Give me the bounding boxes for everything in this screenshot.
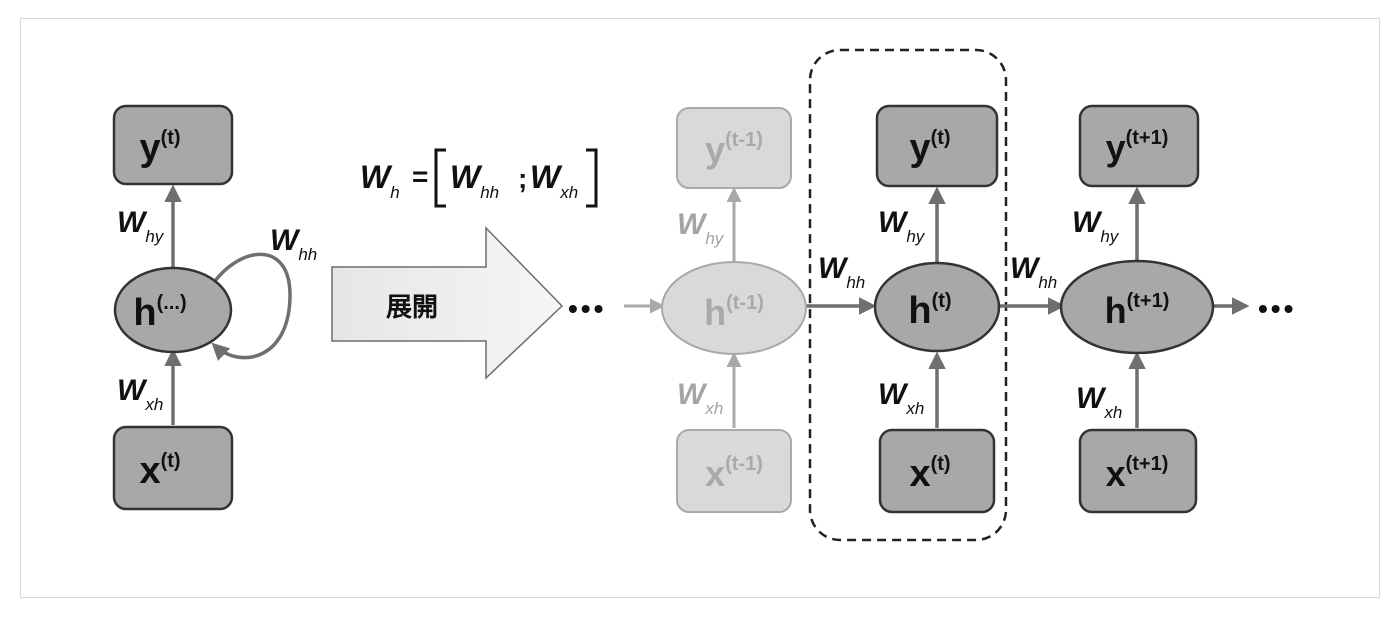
input-node-curr [878, 428, 996, 514]
weight-hy-prev-label: Why [677, 208, 725, 248]
weight-xh-prev-label: Wxh [677, 378, 723, 418]
weight-xh-label: Wxh [117, 374, 163, 414]
hidden-node-next-label: h(t+1) [1105, 290, 1170, 331]
hidden-node-prev [661, 261, 807, 355]
current-timestep-highlight [808, 48, 1008, 542]
formula-term-hh: Whh [450, 159, 499, 202]
ellipsis-right: ••• [1258, 293, 1296, 324]
hidden-node [113, 266, 233, 354]
unfold-arrow: 展開 [331, 226, 564, 380]
recurrent-loop-arrow [210, 252, 292, 362]
weight-hy-curr-label: Why [878, 206, 926, 246]
input-node-label: x(t) [139, 450, 180, 492]
input-node-curr-label: x(t) [909, 453, 950, 495]
formula-equals: = [412, 161, 428, 192]
weight-hh-between-curr-next: Whh [1010, 252, 1057, 292]
unfold-arrow-label: 展開 [386, 292, 438, 322]
output-node-next-label: y(t+1) [1106, 127, 1169, 168]
weight-hh-between-prev-curr: Whh [818, 252, 865, 292]
weight-formula: Wh = Whh ; Wxh [360, 148, 598, 208]
input-node-next-label: x(t+1) [1106, 453, 1169, 494]
folded-rnn: y(t) h(...) x(t) Why Wxh Whh [112, 104, 317, 511]
input-node-prev-label: x(t-1) [705, 453, 763, 494]
timestep-prev: y(t-1) h(t-1) x(t-1) Why Wxh [661, 107, 807, 513]
weight-xh-next-label: Wxh [1076, 382, 1122, 422]
output-node-curr-label: y(t) [909, 127, 950, 169]
input-node-next [1078, 428, 1198, 514]
hidden-node-prev-label: h(t-1) [704, 292, 764, 333]
input-node-prev [676, 429, 792, 513]
output-node-prev-label: y(t-1) [705, 129, 763, 170]
ellipsis-left: ••• [568, 293, 606, 324]
formula-lhs: Wh [360, 159, 400, 202]
formula-left-bracket [434, 148, 446, 208]
formula-term-xh: Wxh [530, 159, 578, 202]
output-node-curr [875, 104, 999, 188]
weight-hy-next-label: Why [1072, 206, 1120, 246]
hidden-node-next [1059, 259, 1215, 355]
timestep-curr: y(t) h(t) x(t) Why Wxh [873, 104, 1001, 514]
hidden-node-label: h(...) [133, 292, 186, 334]
output-node-label: y(t) [139, 127, 180, 169]
weight-hh-label: Whh [270, 224, 317, 264]
unfold-arrow-shape [331, 226, 564, 380]
output-node-prev [676, 107, 792, 189]
hidden-node-curr-label: h(t) [908, 290, 951, 332]
formula-right-bracket [586, 148, 598, 208]
timestep-next: y(t+1) h(t+1) x(t+1) Why Wxh [1059, 104, 1215, 514]
output-node [112, 104, 234, 186]
weight-xh-curr-label: Wxh [878, 378, 924, 418]
weight-hy-label: Why [117, 206, 165, 246]
formula-separator: ; [518, 163, 527, 194]
hidden-node-curr [873, 261, 1001, 353]
output-node-next [1078, 104, 1200, 188]
input-node [112, 425, 234, 511]
